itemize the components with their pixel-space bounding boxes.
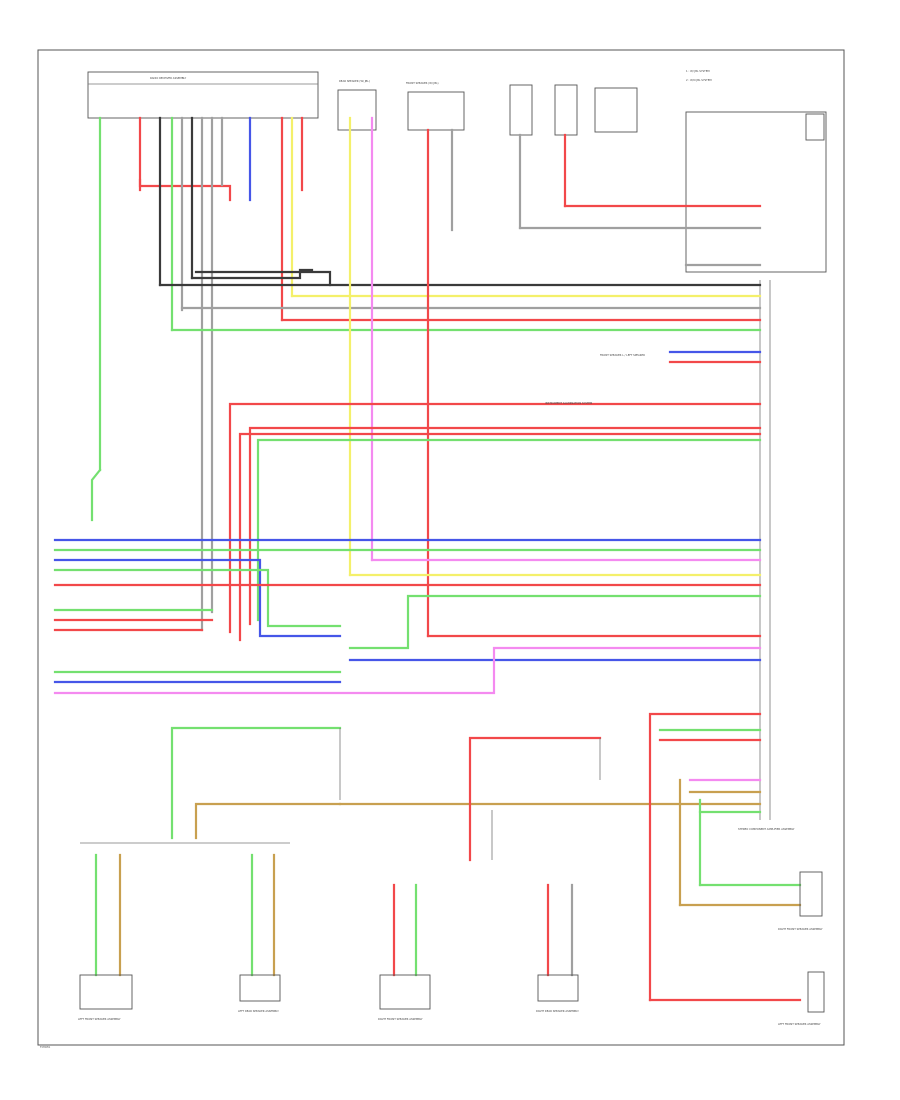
right-front-speaker-r	[799, 871, 823, 917]
diagram-frame	[37, 49, 845, 1046]
left-rear-speaker	[239, 974, 281, 1002]
right-front-speaker	[379, 974, 431, 1010]
bottom-left-label: LEFT FRONT SPEAKER ASSEMBLY	[78, 1017, 121, 1021]
left-bundle	[53, 538, 762, 695]
left-front-speaker	[79, 974, 133, 1010]
bottom-speakers: LEFT FRONT SPEAKER ASSEMBLY LEFT REAR SP…	[78, 842, 825, 1026]
right-rear-speaker	[537, 974, 579, 1002]
front-speaker-r-label: FRONT SPEAKER (W/ JBL)	[406, 81, 439, 85]
instrument-label: INSTRUMENT ILLUMINATION SYSTEM	[545, 401, 592, 405]
right-upper-component	[685, 111, 827, 273]
right-bottom-1-label: RIGHT FRONT SPEAKER ASSEMBLY	[778, 927, 823, 931]
right-bottom-2-label: LEFT FRONT SPEAKER ASSEMBLY	[778, 1022, 821, 1026]
bottom-4-label: RIGHT REAR SPEAKER ASSEMBLY	[536, 1009, 579, 1013]
junction-box-1	[509, 84, 533, 136]
page-label: TOYOTA	[40, 1045, 50, 1049]
legend-1: 1 : W/ JBL SYSTEM	[686, 69, 710, 73]
amplifier-label: STEREO COMPONENT AMPLIFIER ASSEMBLY	[738, 827, 795, 831]
bottom-2-label: LEFT REAR SPEAKER ASSEMBLY	[238, 1009, 279, 1013]
remote-label: FRONT SPEAKER L / LEFT SPEAKER	[600, 353, 645, 357]
legend-2: 2 : W/O JBL SYSTEM	[686, 78, 712, 82]
lower-wires	[170, 712, 802, 1002]
front-speaker-r-box: FRONT SPEAKER (W/ JBL)	[406, 81, 465, 131]
junction-box-3	[594, 87, 638, 133]
speaker-wires	[348, 116, 762, 638]
bottom-3-label: RIGHT FRONT SPEAKER ASSEMBLY	[378, 1017, 423, 1021]
top-wires	[90, 116, 762, 632]
rear-speaker-l-box: REAR SPEAKER (W/ JBL)	[337, 79, 377, 131]
top-connector-label: RADIO RECEIVER ASSEMBLY	[150, 76, 187, 80]
rear-speaker-l-label: REAR SPEAKER (W/ JBL)	[339, 79, 370, 83]
upper-right-feeds	[518, 133, 762, 267]
left-front-speaker-r	[807, 971, 825, 1013]
radio-receiver-connector: RADIO RECEIVER ASSEMBLY	[87, 71, 319, 119]
legend: 1 : W/ JBL SYSTEM 2 : W/O JBL SYSTEM	[686, 69, 712, 82]
junction-box-2	[554, 84, 578, 136]
